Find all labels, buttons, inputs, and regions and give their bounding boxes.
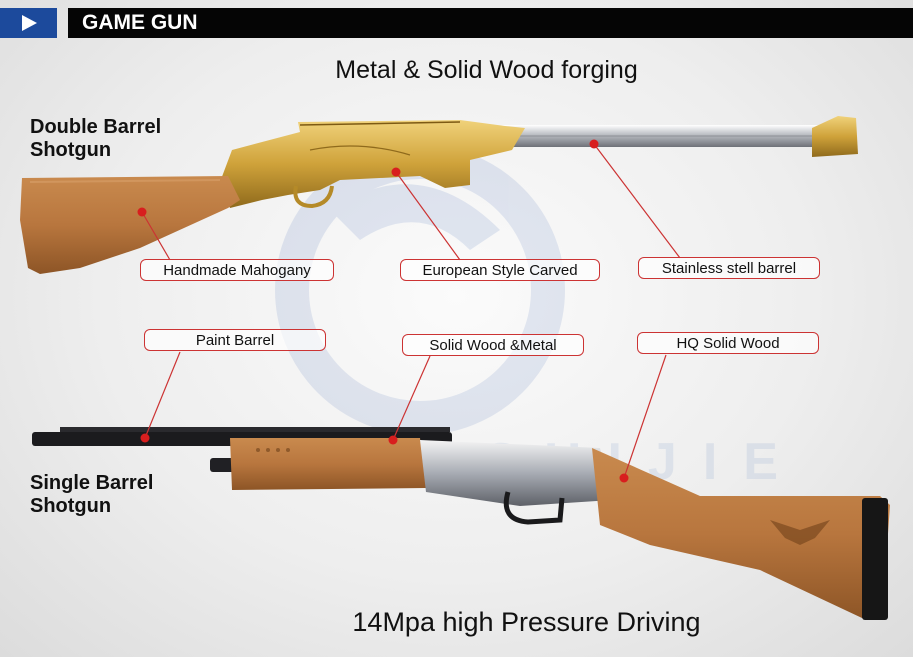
header-arrow-box xyxy=(0,8,57,38)
double-barrel-name-line1: Double Barrel xyxy=(30,116,162,138)
headline-bottom: 14Mpa high Pressure Driving xyxy=(352,607,701,637)
callout-hq-solid-wood: HQ Solid Wood xyxy=(637,332,819,354)
double-barrel-shotgun xyxy=(20,116,858,274)
play-arrow-icon xyxy=(21,15,37,31)
eagle-emblem-icon xyxy=(770,520,830,545)
callout-solid-wood-metal: Solid Wood &Metal xyxy=(402,334,584,356)
callout-handmade-mahogany: Handmade Mahogany xyxy=(140,259,334,281)
single-barrel-name: Single Barrel Shotgun xyxy=(30,472,153,518)
single-barrel-name-line1: Single Barrel xyxy=(30,472,154,494)
callout-stainless-barrel: Stainless stell barrel xyxy=(638,257,820,279)
callout-european-style-carved: European Style Carved xyxy=(400,259,600,281)
double-barrel-name-line2: Shotgun xyxy=(30,139,112,161)
header-title: GAME GUN xyxy=(68,8,913,38)
headline-top: Metal & Solid Wood forging xyxy=(335,56,638,84)
single-barrel-shotgun xyxy=(32,427,890,620)
single-barrel-name-line2: Shotgun xyxy=(30,495,112,517)
callout-leaders xyxy=(137,139,681,483)
double-barrel-name: Double Barrel Shotgun xyxy=(30,116,161,162)
callout-paint-barrel: Paint Barrel xyxy=(144,329,326,351)
